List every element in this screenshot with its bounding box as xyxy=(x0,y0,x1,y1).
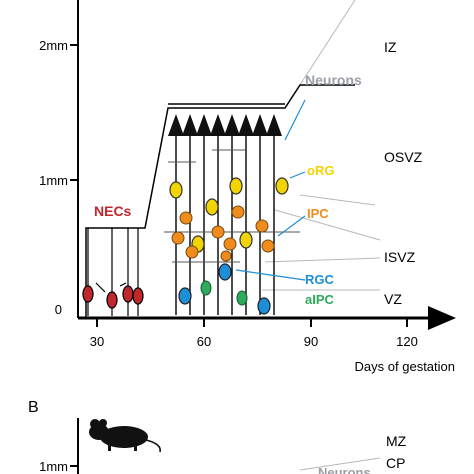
org-cells xyxy=(169,177,289,253)
label-necs: NECs xyxy=(94,203,132,219)
ipc-cells xyxy=(171,205,275,262)
x-tick-label-120: 120 xyxy=(396,334,418,349)
zone-label-vz: VZ xyxy=(384,291,402,307)
panel-b-boundary xyxy=(299,457,381,471)
panel-b-zone-mz: MZ xyxy=(386,433,407,449)
panel-b-zone-cp: CP xyxy=(386,455,405,471)
y-tick-label-2mm: 2mm xyxy=(39,38,68,53)
zone-label-iz: IZ xyxy=(384,39,397,55)
zone-label-osvz: OSVZ xyxy=(384,149,423,165)
nec-cells xyxy=(82,228,144,316)
aipc-cells xyxy=(200,280,248,306)
zone-label-isvz: ISVZ xyxy=(384,249,416,265)
zone-boundaries xyxy=(262,0,381,291)
panel-b-label: B xyxy=(28,399,39,416)
y-tick-label-1mm: 1mm xyxy=(39,173,68,188)
panel-b-y-tick-label: 1mm xyxy=(39,459,68,474)
x-tick-label-60: 60 xyxy=(197,334,211,349)
mouse-icon xyxy=(89,419,162,453)
neuron-layer xyxy=(164,114,300,315)
label-ipc: IPC xyxy=(307,206,329,221)
x-tick-label-90: 90 xyxy=(304,334,318,349)
panel-b-neurons-partial: Neurons xyxy=(318,465,371,474)
label-aipc: aIPC xyxy=(305,292,335,307)
tissue-outline xyxy=(85,84,355,318)
label-connectors xyxy=(235,99,306,281)
label-org: oRG xyxy=(307,163,334,178)
label-neurons: Neurons xyxy=(305,72,362,88)
y-tick-label-0: 0 xyxy=(55,302,62,317)
x-tick-label-30: 30 xyxy=(90,334,104,349)
rgc-cells xyxy=(178,263,271,315)
x-axis-label: Days of gestation xyxy=(355,359,455,374)
label-rgc: RGC xyxy=(305,272,335,287)
x-axis-arrowhead xyxy=(428,306,456,330)
